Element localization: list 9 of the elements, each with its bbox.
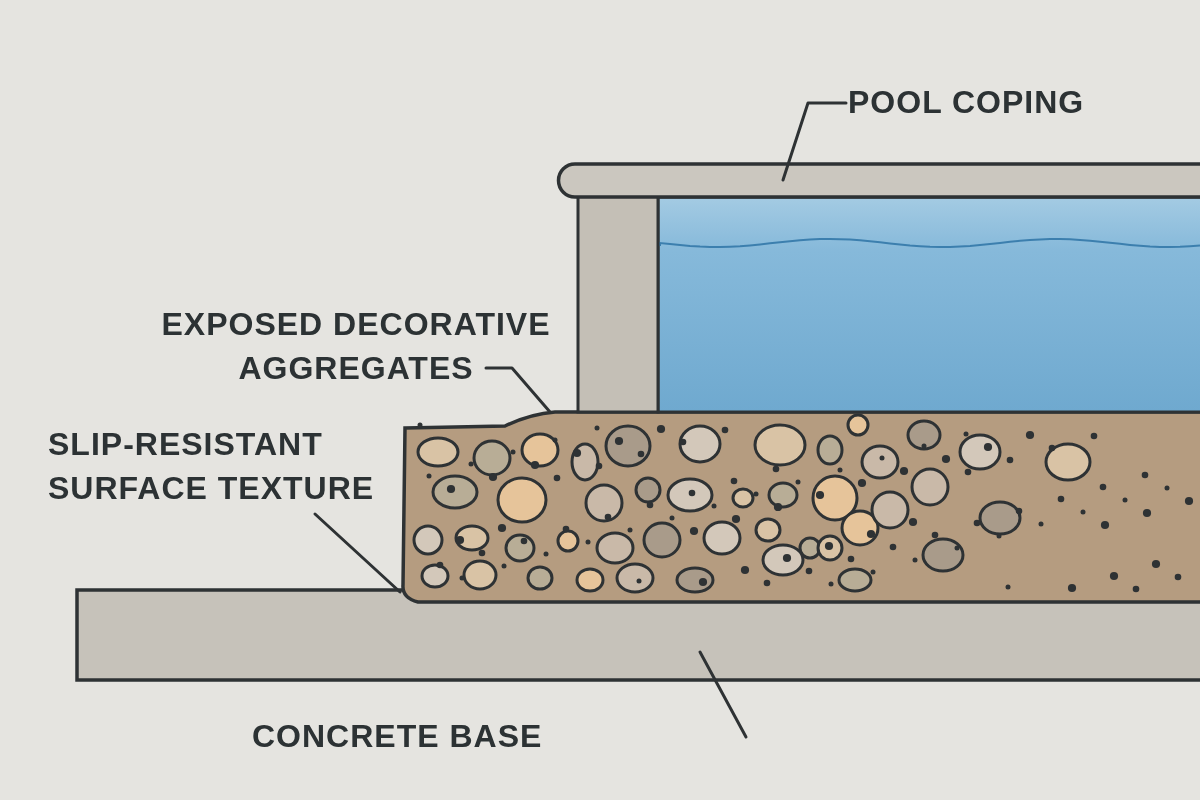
part-label: SLIP-RESISTANT SURFACE TEXTURE xyxy=(48,422,393,510)
aggregate-layer-drawing xyxy=(401,410,1200,604)
pool-coping xyxy=(556,162,1200,199)
leader-line xyxy=(781,101,848,182)
leader-line xyxy=(484,366,552,414)
leader-line xyxy=(698,650,748,739)
part-label: EXPOSED DECORATIVE AGGREGATES xyxy=(140,302,572,390)
part-label: CONCRETE BASE xyxy=(252,714,562,758)
part-label: POOL COPING xyxy=(848,80,1148,124)
